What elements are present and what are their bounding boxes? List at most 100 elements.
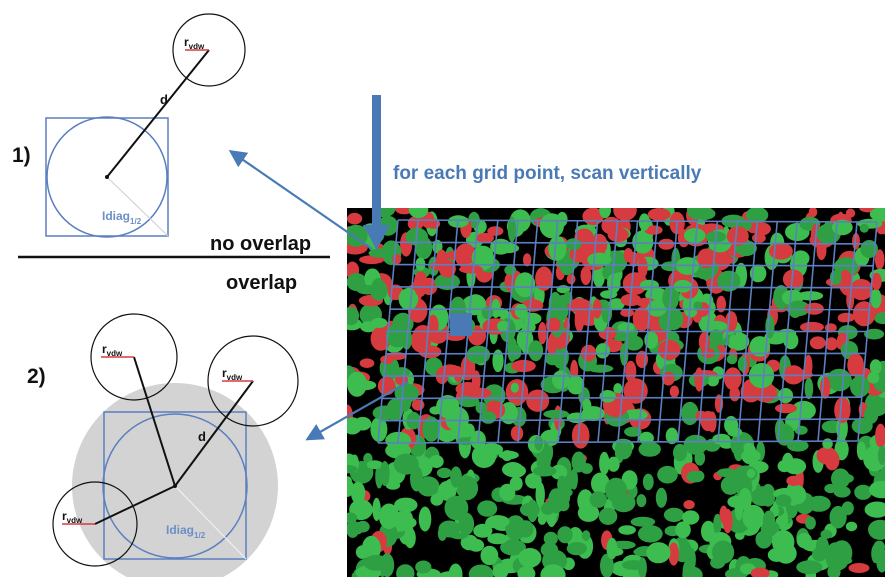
surface-atom (775, 423, 795, 446)
surface-atom (675, 521, 691, 539)
surface-atom (466, 345, 491, 364)
surface-atom (868, 519, 885, 540)
surface-atom (815, 536, 830, 558)
grid-line (383, 374, 864, 377)
surface-atom (429, 406, 442, 415)
surface-atom (413, 271, 428, 297)
surface-atom (535, 266, 553, 291)
surface-atom (786, 475, 802, 486)
surface-atom (528, 340, 544, 362)
surface-atom (380, 461, 390, 486)
panel-2-inner-circle (102, 413, 248, 559)
surface-atom (481, 443, 504, 456)
surface-atom (450, 466, 462, 488)
panel-2-d-label: d (198, 429, 206, 444)
surface-atom (673, 279, 692, 293)
panel-1-r-label: rvdw (184, 35, 205, 51)
surface-atom (485, 517, 503, 529)
panel-2-distance-line-2 (174, 380, 254, 487)
surface-atom (445, 250, 472, 261)
surface-atom (490, 238, 512, 255)
surface-atom (658, 339, 681, 360)
surface-atom (448, 563, 463, 577)
surface-atom (800, 321, 824, 333)
surface-atom (826, 368, 852, 392)
surface-atom (787, 439, 809, 452)
surface-atom (501, 450, 513, 462)
panel-2-atom-circle-top-left (90, 313, 178, 401)
surface-atom (347, 520, 360, 538)
surface-atom (502, 462, 524, 477)
panel-2-box (103, 411, 247, 560)
surface-atom (762, 510, 776, 530)
surface-atom (848, 563, 870, 573)
surface-atom (663, 507, 685, 523)
grid-line (397, 219, 878, 223)
surface-atom (791, 250, 810, 267)
surface-atom (663, 307, 684, 331)
surface-atom (647, 299, 667, 317)
surface-atom (661, 261, 681, 272)
surface-atom (487, 533, 508, 545)
surface-atom (547, 299, 569, 323)
surface-atom (415, 560, 432, 574)
surface-atom (538, 322, 547, 345)
grid-line (379, 418, 860, 422)
panel-2-diag-label: Idiag1/2 (166, 523, 206, 540)
surface-atom (694, 450, 706, 466)
surface-atom (622, 272, 648, 295)
surface-atom (519, 502, 540, 517)
surface-atom (566, 274, 576, 285)
arrow-to-panel-1 (228, 149, 373, 250)
surface-atom (707, 411, 717, 433)
surface-atom (722, 508, 733, 534)
surface-atom (784, 458, 807, 475)
surface-atom (600, 553, 614, 577)
panel-1-center-point (105, 175, 109, 179)
surface-atom (434, 273, 460, 291)
surface-atom (683, 500, 695, 510)
panel-1-d-label: d (160, 92, 168, 107)
surface-atom (359, 358, 375, 369)
surface-atom (437, 526, 447, 541)
surface-atom (777, 388, 794, 404)
surface-atom (615, 439, 633, 460)
surface-atom (385, 481, 401, 490)
surface-atom (589, 491, 607, 508)
surface-atom (378, 503, 399, 530)
panel-2-half-diagonal (174, 485, 247, 560)
surface-atom (395, 374, 408, 386)
surface-atom (354, 416, 372, 431)
surface-atom (682, 566, 703, 577)
surface-atom (805, 516, 816, 530)
surface-atom (829, 505, 847, 529)
surface-atom (870, 288, 882, 309)
surface-atom (370, 326, 391, 351)
surface-atom (750, 567, 770, 577)
surface-atom (607, 456, 620, 472)
surface-atom (632, 306, 651, 332)
surface-atom (445, 406, 470, 432)
surface-atom (620, 308, 635, 317)
surface-atom (581, 530, 591, 541)
surface-atom (565, 238, 582, 251)
surface-atom (854, 484, 872, 500)
panel-2-r-label-3: rvdw (62, 509, 83, 525)
panel-2-atom-circle-top-right (207, 335, 299, 427)
surface-atom (599, 451, 610, 475)
surface-atom (717, 468, 738, 478)
surface-atom (507, 216, 516, 243)
surface-atom (716, 295, 726, 313)
surface-atom (741, 449, 761, 464)
surface-atom (686, 470, 703, 483)
surface-atom (459, 265, 483, 274)
surface-atom (481, 306, 494, 320)
surface-atom (577, 504, 600, 522)
surface-atom (638, 441, 661, 457)
surface-atom (804, 302, 824, 315)
surface-atom (510, 425, 524, 441)
surface-atom (518, 548, 542, 568)
surface-atom (511, 359, 536, 373)
surface-atom (522, 253, 532, 267)
